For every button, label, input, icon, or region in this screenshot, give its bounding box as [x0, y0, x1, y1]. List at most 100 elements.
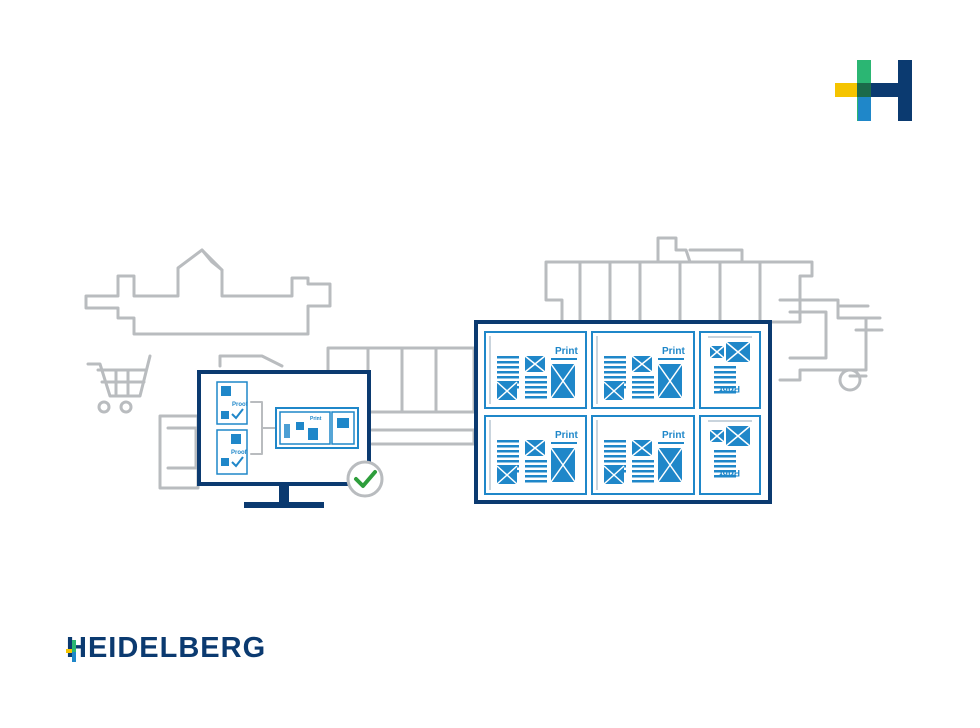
envelope-icon-cross — [725, 341, 751, 363]
proof-sheet-1: Proof — [216, 381, 249, 425]
color-bar — [596, 420, 598, 490]
text-line — [497, 460, 519, 463]
digital-press-outline — [544, 236, 814, 324]
text-line — [525, 475, 547, 478]
heidelberg-wordmark: HEIDELBERG — [66, 634, 266, 663]
text-line — [604, 371, 626, 374]
print-underline — [658, 358, 684, 360]
text-line — [525, 391, 547, 394]
envelope-icon-cross — [709, 429, 725, 443]
envelope-icon-cross — [524, 439, 546, 457]
text-line — [497, 376, 519, 379]
text-line — [497, 445, 519, 448]
envelope-icon-cross — [496, 381, 518, 401]
text-line — [632, 470, 654, 473]
text-line — [525, 480, 547, 483]
text-line — [604, 460, 626, 463]
text-line — [714, 470, 736, 473]
text-line — [632, 391, 654, 394]
text-line — [497, 440, 519, 443]
text-line — [714, 450, 736, 453]
shopping-cart-icon — [86, 354, 152, 414]
envelope-icon-cross — [496, 465, 518, 485]
text-line — [714, 366, 736, 369]
text-line — [525, 381, 547, 384]
text-line — [497, 361, 519, 364]
text-line — [525, 386, 547, 389]
envelope-icon-cross — [550, 447, 576, 483]
text-line — [714, 460, 736, 463]
text-line — [632, 381, 654, 384]
text-line — [632, 475, 654, 478]
heidelberg-logo-mark — [835, 60, 912, 121]
text-line — [714, 386, 736, 389]
text-line — [497, 455, 519, 458]
text-line — [604, 440, 626, 443]
text-line — [497, 356, 519, 359]
text-line — [714, 381, 736, 384]
checkmark-circle-icon — [346, 460, 384, 498]
print-label-rotated: Print — [719, 384, 740, 394]
sheet-panel-6: Print — [699, 415, 761, 495]
envelope-icon-cross — [631, 355, 653, 373]
color-bar — [708, 420, 752, 422]
mini-print-label: Print — [310, 416, 322, 422]
print-underline — [551, 442, 577, 444]
text-line — [632, 396, 654, 399]
text-line — [525, 465, 547, 468]
text-line — [714, 475, 736, 478]
text-line — [632, 386, 654, 389]
delivery-truck-icon — [778, 298, 884, 392]
envelope-icon-cross — [657, 363, 683, 399]
text-line — [604, 366, 626, 369]
text-line — [714, 371, 736, 374]
sheet-panel-4: Print — [484, 415, 587, 495]
wordmark-color-accent — [66, 640, 76, 662]
binding-machine-outline — [84, 248, 332, 336]
print-label: Print — [662, 346, 685, 357]
sheet-panel-3: Print — [699, 331, 761, 409]
proof-label-2: Proof — [231, 450, 248, 456]
text-line — [604, 455, 626, 458]
text-line — [714, 376, 736, 379]
envelope-icon-cross — [657, 447, 683, 483]
color-bar — [596, 336, 598, 404]
color-bar — [489, 420, 491, 490]
envelope-icon-cross — [550, 363, 576, 399]
envelope-icon-cross — [709, 345, 725, 359]
print-underline — [551, 358, 577, 360]
text-line — [714, 455, 736, 458]
text-line — [525, 396, 547, 399]
text-line — [632, 480, 654, 483]
text-line — [525, 470, 547, 473]
mini-imposed-sheet: Print — [275, 407, 359, 449]
print-label: Print — [555, 346, 578, 357]
text-line — [604, 356, 626, 359]
text-line — [632, 460, 654, 463]
text-line — [714, 465, 736, 468]
proof-label-1: Proof — [232, 402, 249, 408]
sheet-panel-1: Print — [484, 331, 587, 409]
proof-monitor: Proof Proof Print — [197, 370, 384, 508]
color-bar — [708, 336, 752, 338]
text-line — [604, 376, 626, 379]
text-line — [714, 391, 736, 394]
print-label: Print — [662, 430, 685, 441]
print-underline — [658, 442, 684, 444]
envelope-icon-cross — [631, 439, 653, 457]
color-bar — [489, 336, 491, 404]
print-label: Print — [555, 430, 578, 441]
text-line — [632, 376, 654, 379]
text-line — [497, 450, 519, 453]
text-line — [604, 445, 626, 448]
envelope-icon-cross — [725, 425, 751, 447]
envelope-icon-cross — [603, 381, 625, 401]
proof-sheet-2: Proof — [216, 429, 248, 475]
text-line — [497, 371, 519, 374]
envelope-icon-cross — [524, 355, 546, 373]
envelope-icon-cross — [603, 465, 625, 485]
sheet-panel-2: Print — [591, 331, 695, 409]
